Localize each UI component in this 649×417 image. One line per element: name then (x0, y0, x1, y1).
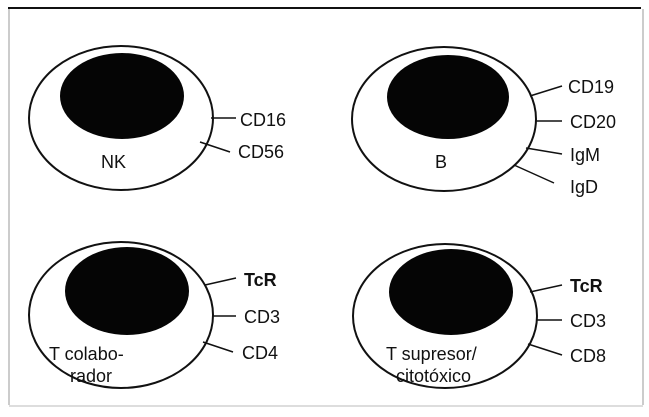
marker-label: CD19 (568, 77, 614, 97)
marker-label: CD8 (570, 346, 606, 366)
marker-label: CD16 (240, 110, 286, 130)
marker-connector (527, 343, 563, 356)
marker-label: CD20 (570, 112, 616, 132)
marker-connector (513, 164, 555, 184)
cell-t-suppressor: T supresor/ citotóxico TcR CD3 CD8 (352, 243, 606, 389)
cell-t-helper: T colabo- rador TcR CD3 CD4 (28, 241, 280, 389)
cell-name-line-1: NK (101, 152, 126, 172)
marker-label: CD3 (244, 307, 280, 327)
cell-nucleus (387, 55, 509, 139)
cell-nucleus (389, 249, 513, 335)
cell-name-line-2: rador (70, 366, 112, 386)
marker-label: TcR (244, 270, 277, 290)
marker-label: TcR (570, 276, 603, 296)
marker-label: IgM (570, 145, 600, 165)
marker-connector (525, 147, 563, 155)
marker-connector (529, 85, 563, 97)
marker-label: CD56 (238, 142, 284, 162)
cell-name-line-1: T supresor/ (386, 344, 477, 364)
marker-connector (204, 277, 237, 286)
marker-label: CD4 (242, 343, 278, 363)
marker-connector (202, 341, 234, 353)
marker-connector (199, 141, 231, 153)
cell-name-line-1: B (435, 152, 447, 172)
cell-nucleus (60, 53, 184, 139)
marker-label: IgD (570, 177, 598, 197)
cell-b: B CD19 CD20 IgM IgD (351, 46, 616, 197)
cell-name-line-2: citotóxico (396, 366, 471, 386)
marker-connector (529, 284, 563, 293)
cell-name-line-1: T colabo- (49, 344, 124, 364)
cell-nk: NK CD16 CD56 (28, 45, 286, 191)
cell-nucleus (65, 247, 189, 335)
marker-label: CD3 (570, 311, 606, 331)
